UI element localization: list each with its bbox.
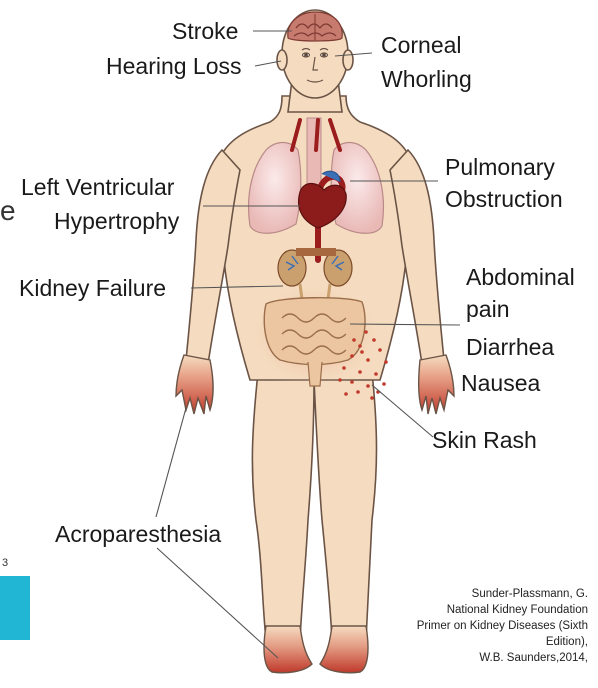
- citation-line-2: National Kidney Foundation: [388, 602, 588, 618]
- citation-line-1: Sunder-Plassmann, G.: [388, 586, 588, 602]
- citation-line-5: W.B. Saunders,2014,: [388, 650, 588, 666]
- left-hand: [176, 355, 213, 414]
- label-corneal: Corneal: [381, 31, 462, 59]
- left-ear: [277, 50, 287, 70]
- rash-dot: [338, 378, 342, 382]
- leader-acroparesthesia-hand: [156, 408, 186, 517]
- label-obstruction: Obstruction: [445, 185, 563, 213]
- right-ear: [343, 50, 353, 70]
- left-foot: [264, 626, 312, 673]
- rash-dot: [378, 348, 382, 352]
- label-hearing-loss: Hearing Loss: [106, 52, 242, 80]
- rash-dot: [366, 358, 370, 362]
- rash-dot: [372, 338, 376, 342]
- rash-dot: [342, 366, 346, 370]
- slide-number: 3: [2, 557, 8, 569]
- left-leg: [252, 372, 314, 640]
- accent-bar: [0, 576, 30, 640]
- label-skin-rash: Skin Rash: [432, 426, 537, 454]
- rash-dot: [360, 350, 364, 354]
- label-whorling: Whorling: [381, 65, 472, 93]
- rash-dot: [358, 344, 362, 348]
- rash-dot: [370, 396, 374, 400]
- rash-dot: [364, 330, 368, 334]
- right-foot: [320, 626, 368, 673]
- label-pain: pain: [466, 295, 509, 323]
- right-hand: [419, 355, 454, 414]
- rash-dot: [344, 392, 348, 396]
- label-acroparesthesia: Acroparesthesia: [55, 520, 221, 548]
- label-nausea: Nausea: [461, 369, 540, 397]
- citation-line-4: Edition),: [388, 634, 588, 650]
- rash-dot: [374, 372, 378, 376]
- label-pulmonary: Pulmonary: [445, 153, 555, 181]
- rash-dot: [366, 384, 370, 388]
- rash-dot: [382, 382, 386, 386]
- citation: Sunder-Plassmann, G. National Kidney Fou…: [388, 586, 588, 666]
- label-diarrhea: Diarrhea: [466, 333, 554, 361]
- right-leg: [314, 372, 377, 640]
- label-hypertrophy: Hypertrophy: [54, 207, 179, 235]
- brain-icon: [288, 12, 342, 41]
- rash-dot: [352, 338, 356, 342]
- label-left-ventricular: Left Ventricular: [21, 173, 174, 201]
- rash-dot: [350, 380, 354, 384]
- rash-dot: [384, 360, 388, 364]
- edge-text-fragment: e: [0, 197, 16, 225]
- rash-dot: [356, 390, 360, 394]
- label-abdominal: Abdominal: [466, 263, 575, 291]
- label-stroke: Stroke: [172, 17, 238, 45]
- citation-line-3: Primer on Kidney Diseases (Sixth: [388, 618, 588, 634]
- rash-dot: [350, 354, 354, 358]
- rash-dot: [358, 370, 362, 374]
- label-kidney-failure: Kidney Failure: [19, 274, 166, 302]
